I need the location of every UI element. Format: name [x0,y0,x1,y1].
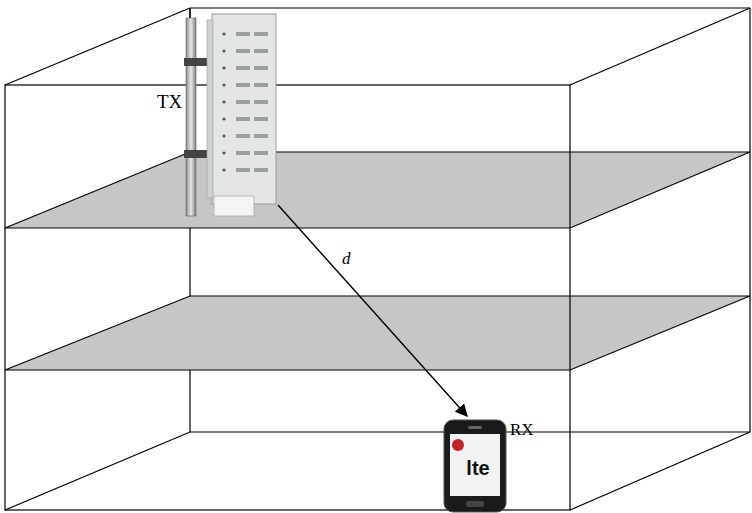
tx-antenna [184,14,276,216]
label-text: d [342,250,351,267]
label-text: TX [157,92,182,111]
rx-phone [444,420,506,512]
building-outline [5,8,750,510]
lower-floor-slab [5,296,750,370]
label-text: RX [510,421,534,438]
front-frame [5,8,570,510]
distance-arrow [278,205,467,416]
logo-text: lte [466,458,489,478]
upper-floor-slab [5,152,750,228]
